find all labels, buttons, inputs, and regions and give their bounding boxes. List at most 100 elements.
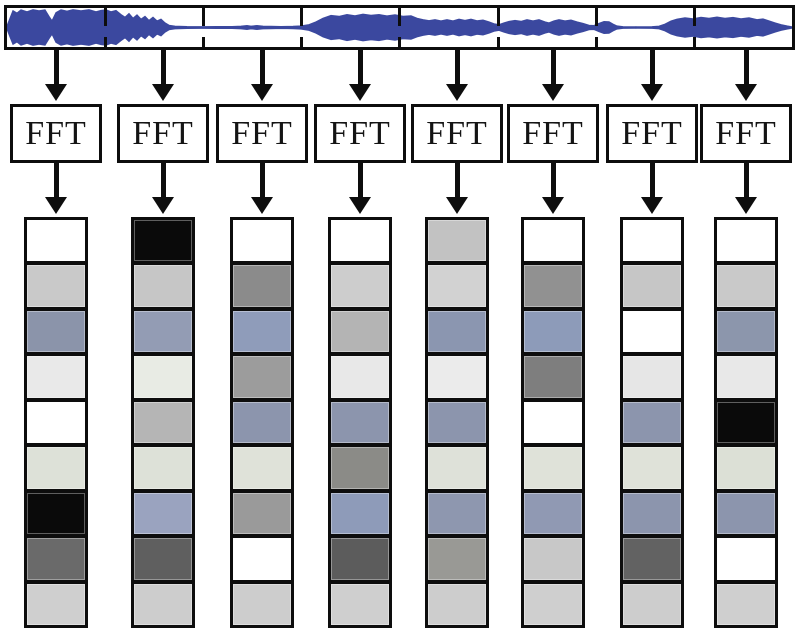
frame-divider-tick <box>104 8 107 26</box>
fft-label: FFT <box>329 114 391 152</box>
spectrum-cell <box>524 352 582 398</box>
arrow-head <box>349 84 371 101</box>
spectrum-column <box>714 217 778 628</box>
spectrum-cell <box>623 397 681 444</box>
spectrum-cell <box>524 261 582 307</box>
fft-box: FFT <box>10 104 102 163</box>
down-arrow-icon <box>250 50 274 101</box>
down-arrow-icon <box>151 50 175 101</box>
spectrum-cell <box>331 534 389 580</box>
arrow-head <box>735 197 757 214</box>
arrow-head <box>641 197 663 214</box>
spectrum-cell <box>27 397 85 444</box>
spectrum-column <box>620 217 684 628</box>
fft-box: FFT <box>216 104 308 163</box>
down-arrow-icon <box>640 163 664 214</box>
spectrum-cell <box>233 352 291 398</box>
spectrum-cell <box>233 220 291 262</box>
arrow-head <box>446 197 468 214</box>
spectrum-cell <box>134 488 192 535</box>
spectrum-cell <box>524 443 582 489</box>
arrow-head <box>542 84 564 101</box>
spectrum-cell <box>331 306 389 353</box>
spectrum-cell <box>233 488 291 535</box>
fft-box: FFT <box>700 104 792 163</box>
spectrum-cell <box>233 534 291 580</box>
fft-label: FFT <box>25 114 87 152</box>
spectrum-cell <box>428 306 486 353</box>
arrow-shaft <box>649 50 655 84</box>
fft-box: FFT <box>507 104 599 163</box>
spectrum-cell <box>331 397 389 444</box>
spectrum-cell <box>27 220 85 262</box>
frame-divider-tick <box>300 8 303 26</box>
arrow-shaft <box>53 163 59 197</box>
fft-box: FFT <box>314 104 406 163</box>
spectrum-cell <box>623 261 681 307</box>
fft-label: FFT <box>132 114 194 152</box>
down-arrow-icon <box>250 163 274 214</box>
spectrum-cell <box>233 261 291 307</box>
spectrum-cell <box>27 306 85 353</box>
spectrum-cell <box>134 397 192 444</box>
spectrum-cell <box>428 397 486 444</box>
spectrum-cell <box>134 261 192 307</box>
spectrum-cell <box>623 534 681 580</box>
spectrum-cell <box>717 220 775 262</box>
down-arrow-icon <box>541 163 565 214</box>
spectrum-cell <box>524 306 582 353</box>
spectrum-column <box>131 217 195 628</box>
fft-box: FFT <box>606 104 698 163</box>
fft-label: FFT <box>426 114 488 152</box>
spectrum-cell <box>233 579 291 625</box>
fft-label: FFT <box>231 114 293 152</box>
arrow-head <box>45 197 67 214</box>
spectrum-cell <box>331 352 389 398</box>
spectrum-cell <box>717 443 775 489</box>
frame-divider-tick <box>398 36 401 47</box>
fft-box: FFT <box>117 104 209 163</box>
spectrum-column <box>230 217 294 628</box>
waveform-panel <box>4 5 795 50</box>
speech-waveform-graphic <box>7 9 792 46</box>
spectrum-cell <box>134 306 192 353</box>
spectrum-cell <box>27 579 85 625</box>
arrow-head <box>542 197 564 214</box>
spectrum-cell <box>717 579 775 625</box>
spectrum-cell <box>717 534 775 580</box>
spectrum-cell <box>134 579 192 625</box>
frame-divider-tick <box>202 36 205 47</box>
spectrum-cell <box>524 488 582 535</box>
spectrum-cell <box>331 488 389 535</box>
spectrum-cell <box>623 443 681 489</box>
spectrum-cell <box>717 488 775 535</box>
arrow-shaft <box>160 50 166 84</box>
down-arrow-icon <box>541 50 565 101</box>
spectrum-cell <box>717 352 775 398</box>
arrow-shaft <box>550 163 556 197</box>
spectrum-cell <box>717 306 775 353</box>
spectrum-cell <box>27 443 85 489</box>
spectrum-cell <box>134 220 192 262</box>
spectrum-cell <box>428 534 486 580</box>
down-arrow-icon <box>734 50 758 101</box>
spectrum-column <box>521 217 585 628</box>
spectrum-cell <box>331 579 389 625</box>
arrow-shaft <box>743 163 749 197</box>
arrow-head <box>45 84 67 101</box>
arrow-head <box>152 197 174 214</box>
arrow-shaft <box>259 163 265 197</box>
spectrum-cell <box>717 397 775 444</box>
spectrum-cell <box>524 579 582 625</box>
arrow-shaft <box>259 50 265 84</box>
arrow-head <box>641 84 663 101</box>
spectrum-cell <box>428 352 486 398</box>
arrow-shaft <box>649 163 655 197</box>
waveform-shape <box>7 9 792 46</box>
spectrum-column <box>328 217 392 628</box>
spectrum-cell <box>428 579 486 625</box>
spectrum-cell <box>331 220 389 262</box>
arrow-head <box>349 197 371 214</box>
down-arrow-icon <box>151 163 175 214</box>
